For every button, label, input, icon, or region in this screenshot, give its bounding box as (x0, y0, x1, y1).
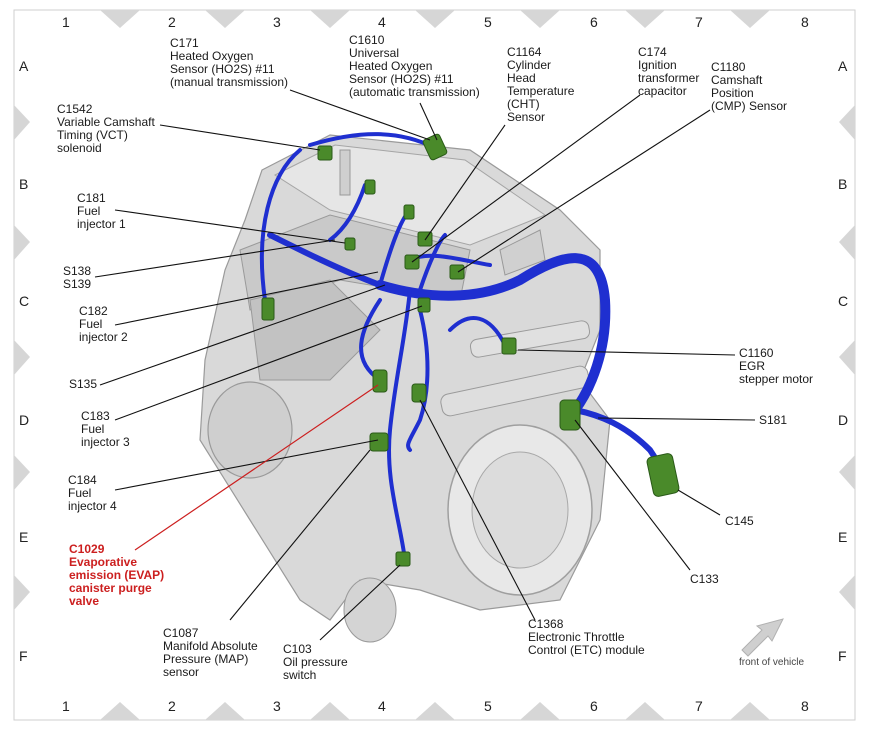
grid-row-f-right: F (838, 648, 847, 664)
label-c145: C145 (725, 514, 754, 528)
label-s181: S181 (759, 413, 788, 427)
grid-col-2-bottom: 2 (168, 698, 176, 714)
grid-col-3: 3 (273, 14, 281, 30)
grid-col-6: 6 (590, 14, 598, 30)
grid-col-1-bottom: 1 (62, 698, 70, 714)
grid-row-d: D (19, 412, 30, 428)
label-c1180: C1180 Camshaft Position (CMP) Sensor (711, 60, 788, 113)
grid-col-4: 4 (378, 14, 386, 30)
grid-col-2: 2 (168, 14, 176, 30)
label-c182: C182 Fuel injector 2 (79, 304, 128, 344)
connector-c1368 (411, 383, 427, 403)
label-c183: C183 Fuel injector 3 (81, 409, 130, 449)
label-c184: C184 Fuel injector 4 (68, 473, 117, 513)
grid-row-e-right: E (838, 529, 848, 545)
connector-injector-b (403, 204, 415, 220)
label-c133: C133 (690, 572, 719, 586)
grid-col-8: 8 (801, 14, 809, 30)
grid-col-7: 7 (695, 14, 703, 30)
label-c1542: C1542 Variable Camshaft Timing (VCT) sol… (57, 102, 155, 155)
grid-markers-right (839, 105, 855, 610)
label-c1160: C1160 EGR stepper motor (739, 346, 814, 386)
label-c103: C103 Oil pressure switch (283, 642, 348, 682)
label-c1368: C1368 Electronic Throttle Control (ETC) … (528, 617, 645, 657)
label-c1164: C1164 Cylinder Head Temperature (CHT) Se… (507, 45, 575, 124)
connector-c1164a (364, 179, 376, 195)
front-of-vehicle-label: front of vehicle (739, 657, 805, 668)
leader-line-c1029 (134, 384, 379, 551)
connector-c1029 (372, 369, 388, 393)
grid-col-5-bottom: 5 (484, 698, 492, 714)
connector-c145 (646, 453, 680, 497)
connector-c1542 (317, 145, 333, 161)
leader-lines (94, 89, 756, 641)
engine-illustration (199, 134, 611, 643)
connector-c181 (344, 237, 356, 251)
label-c174: C174 Ignition transformer capacitor (638, 45, 700, 98)
label-c171: C171 Heated Oxygen Sensor (HO2S) #11 (ma… (170, 36, 289, 89)
grid-row-a: A (19, 58, 29, 74)
grid-col-4-bottom: 4 (378, 698, 386, 714)
label-s138: S138 S139 (63, 264, 92, 291)
grid-row-f: F (19, 648, 28, 664)
front-arrow-icon (741, 618, 784, 657)
connector-c1087 (369, 432, 389, 452)
grid-col-1: 1 (62, 14, 70, 30)
grid-row-a-right: A (838, 58, 848, 74)
label-c1610: C1610 Universal Heated Oxygen Sensor (HO… (349, 33, 480, 99)
label-c1029: C1029 Evaporative emission (EVAP) canist… (69, 542, 165, 608)
connector-c1164 (417, 231, 433, 247)
grid-row-b: B (19, 176, 29, 192)
grid-markers-top (100, 10, 770, 28)
grid-row-b-right: B (838, 176, 848, 192)
connector-c1180 (449, 264, 465, 280)
grid-row-c: C (19, 293, 30, 309)
grid-col-8-bottom: 8 (801, 698, 809, 714)
grid-col-7-bottom: 7 (695, 698, 703, 714)
connector-c133 (559, 399, 581, 431)
grid-row-d-right: D (838, 412, 849, 428)
grid-row-c-right: C (838, 293, 849, 309)
label-c181: C181 Fuel injector 1 (77, 191, 126, 231)
grid-markers-left (14, 105, 30, 610)
connector-left (261, 297, 275, 321)
grid-col-3-bottom: 3 (273, 698, 281, 714)
grid-markers-bottom (100, 702, 770, 720)
label-c1087: C1087 Manifold Absolute Pressure (MAP) s… (163, 626, 258, 679)
connector-c1610 (422, 133, 448, 161)
label-s135: S135 (69, 377, 98, 391)
grid-col-5: 5 (484, 14, 492, 30)
connector-c183-top (417, 297, 431, 313)
connector-c103 (395, 551, 411, 567)
connector-c1160 (501, 337, 517, 355)
grid-col-6-bottom: 6 (590, 698, 598, 714)
grid-row-e: E (19, 529, 29, 545)
